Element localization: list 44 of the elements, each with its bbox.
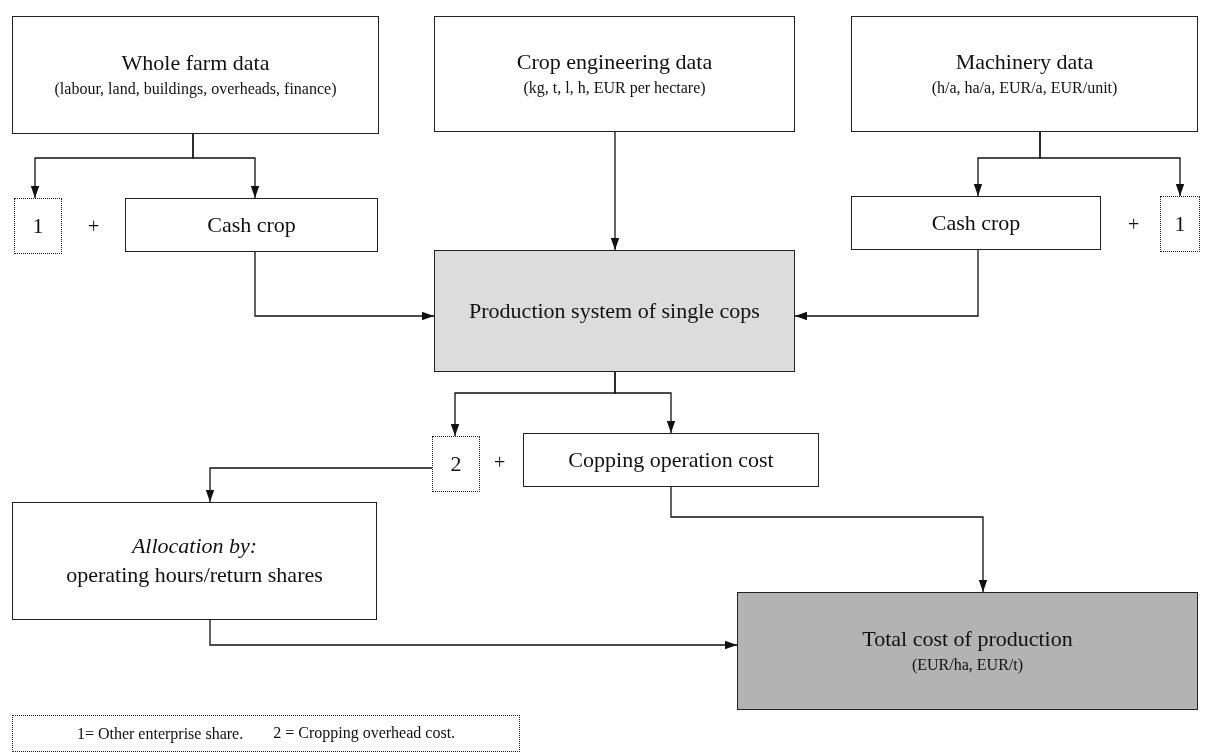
box-title: Cash crop <box>207 211 296 239</box>
arrow <box>794 249 979 321</box>
box-title: 1 <box>32 212 44 240</box>
process-box <box>851 196 1101 250</box>
box-title: Copping operation cost <box>568 446 774 474</box>
note-box <box>12 715 520 752</box>
arrow <box>610 131 620 251</box>
arrow <box>205 467 433 503</box>
box-title: Whole farm data <box>121 50 270 77</box>
note-text: 2 = Cropping overhead cost. <box>273 723 456 744</box>
plus-sign: + <box>88 216 100 236</box>
process-box <box>523 433 819 487</box>
share-box <box>432 436 480 492</box>
process-box <box>125 198 378 252</box>
arrow <box>1039 131 1185 197</box>
plus-sign: + <box>1128 214 1140 234</box>
share-box <box>1160 196 1200 252</box>
data-box <box>851 16 1198 132</box>
box-subtitle: (kg, t, l, h, EUR per hectare) <box>523 77 706 99</box>
box-title: Production system of single cops <box>469 297 760 325</box>
plus-sign: + <box>494 452 506 472</box>
note-text: 1= Other enterprise share. <box>76 723 244 744</box>
share-box <box>14 198 62 254</box>
box-title: 1 <box>1174 210 1186 238</box>
arrow <box>614 371 676 434</box>
box-subtitle: (EUR/ha, EUR/t) <box>911 654 1024 676</box>
process-box <box>434 250 795 372</box>
box-subtitle: (labour, land, buildings, overheads, finance) <box>54 78 337 100</box>
box-title: Cash crop <box>931 209 1021 237</box>
arrow <box>254 251 435 321</box>
box-subtitle: (h/a, ha/a, EUR/a, EUR/unit) <box>931 77 1118 99</box>
result-box <box>737 592 1198 710</box>
arrow <box>670 486 988 593</box>
process-box <box>12 502 377 620</box>
data-box <box>12 16 379 134</box>
box-title: Crop engineering data <box>516 49 713 76</box>
data-box <box>434 16 795 132</box>
arrow <box>192 133 260 199</box>
box-title: 2 <box>450 450 462 478</box>
box-title: Machinery data <box>955 49 1094 76</box>
box-subtitle: operating hours/return shares <box>66 560 323 589</box>
box-title: Allocation by: <box>131 532 258 559</box>
box-title: Total cost of production <box>862 626 1073 653</box>
arrow <box>209 619 738 650</box>
